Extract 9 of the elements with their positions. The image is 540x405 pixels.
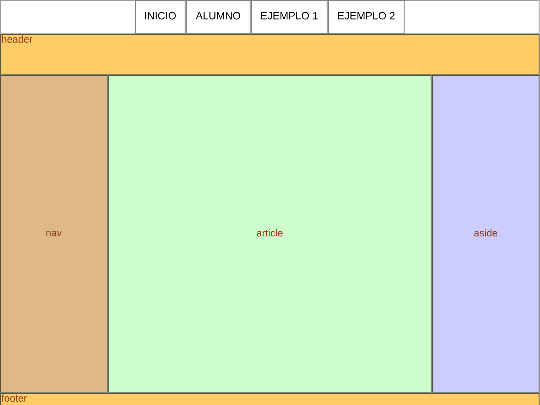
- nav-column: nav: [0, 75, 108, 393]
- menu-item: EJEMPLO 1: [251, 0, 328, 34]
- header-band: header: [0, 34, 540, 75]
- menu-item: INICIO: [135, 0, 186, 34]
- footer-band: footer: [0, 393, 540, 405]
- menu-item: ALUMNO: [186, 0, 251, 34]
- menu-item: EJEMPLO 2: [328, 0, 405, 34]
- aside-column: aside: [432, 75, 540, 393]
- article-panel: article: [108, 75, 432, 393]
